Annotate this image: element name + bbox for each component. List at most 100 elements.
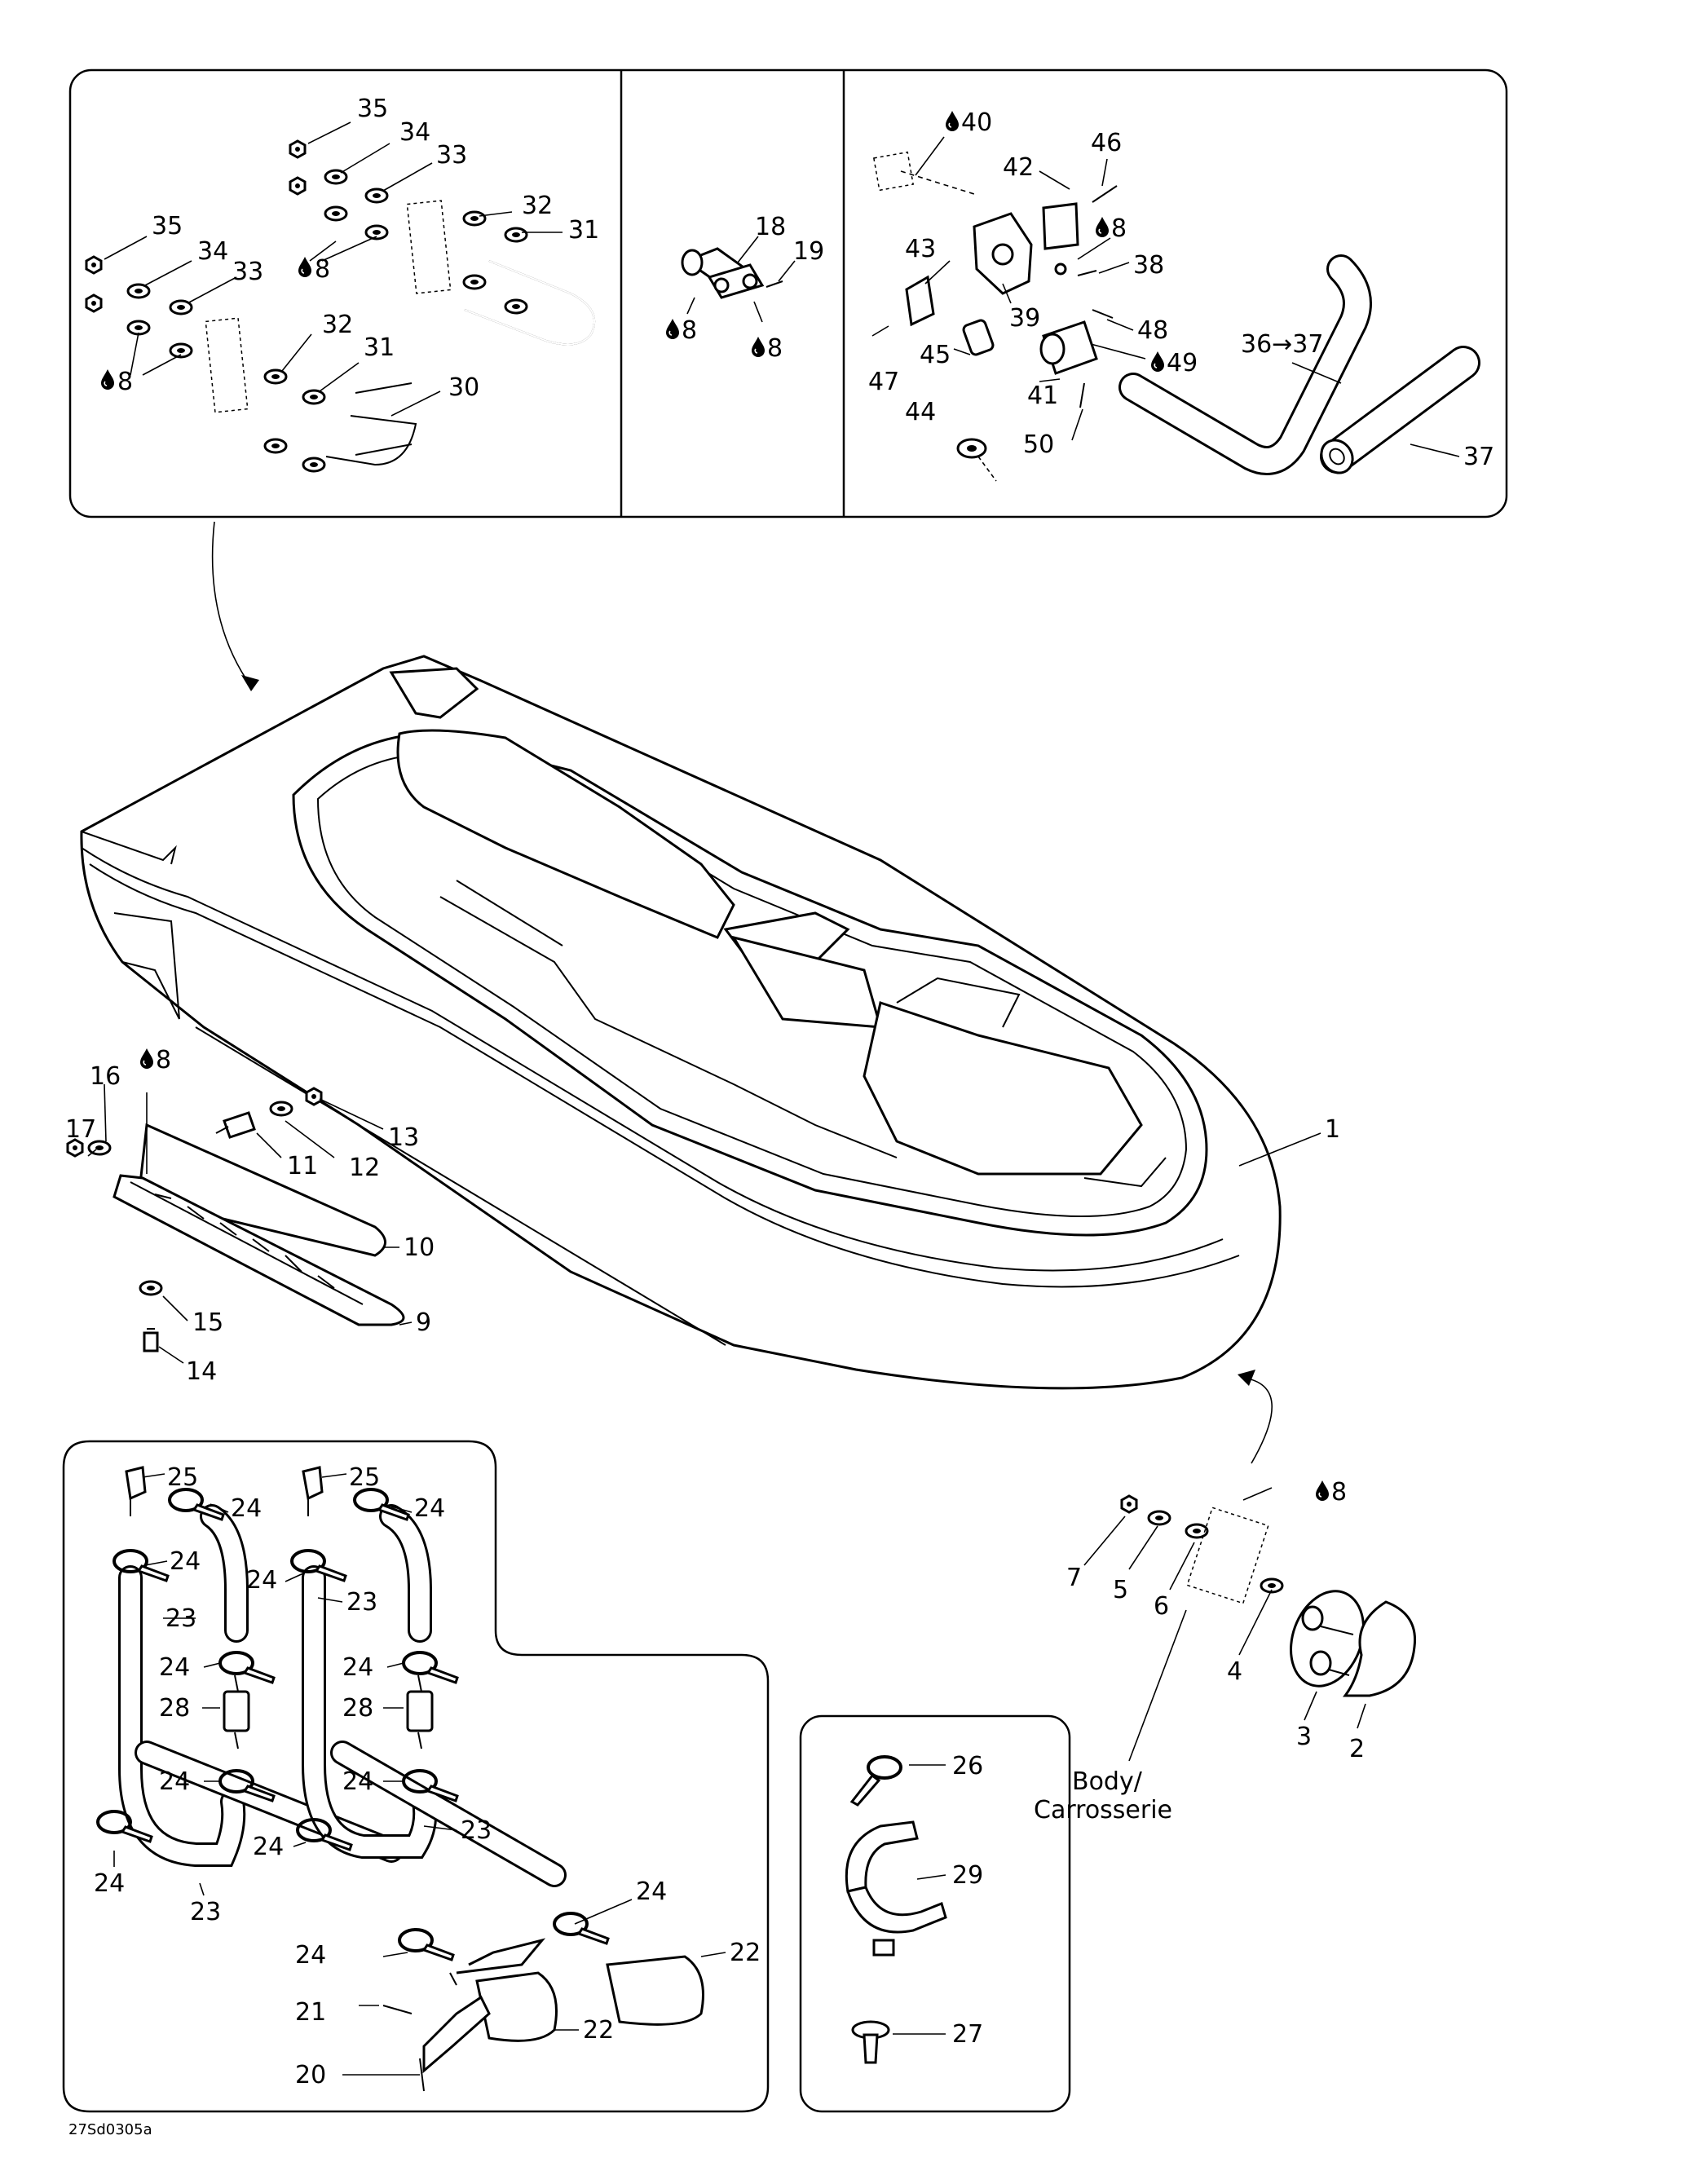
screw bbox=[143, 1328, 159, 1352]
callout-8b: 8 bbox=[117, 368, 133, 396]
callout-4: 4 bbox=[1227, 1657, 1242, 1686]
hull bbox=[80, 655, 1282, 1390]
callout-38: 38 bbox=[1133, 251, 1164, 280]
callout-37: 37 bbox=[1463, 443, 1494, 471]
callout-39: 39 bbox=[1009, 304, 1040, 333]
top-panel-frame bbox=[68, 68, 1508, 518]
callout-8d: 8 bbox=[767, 334, 783, 363]
body-label-line1: Body/ bbox=[1072, 1767, 1143, 1796]
callout-42: 42 bbox=[1003, 153, 1034, 182]
oil-drop-icon bbox=[298, 256, 312, 277]
callout-30: 30 bbox=[448, 373, 479, 402]
callout-8e: 8 bbox=[1111, 214, 1127, 243]
right-hose bbox=[290, 1466, 610, 1945]
callout-50: 50 bbox=[1023, 430, 1054, 459]
callout-23c: 23 bbox=[461, 1816, 492, 1845]
callout-32b: 32 bbox=[322, 311, 353, 339]
callout-45: 45 bbox=[920, 341, 951, 369]
lower-ubolt-assembly bbox=[85, 255, 417, 473]
callout-6: 6 bbox=[1154, 1592, 1169, 1621]
cover-flap bbox=[1343, 1600, 1417, 1697]
callout-48: 48 bbox=[1137, 316, 1168, 345]
callout-8a: 8 bbox=[315, 255, 330, 284]
callout-40: 40 bbox=[961, 108, 992, 137]
callout-24c: 24 bbox=[170, 1547, 201, 1576]
callout-46: 46 bbox=[1091, 129, 1122, 157]
callout-31b: 31 bbox=[364, 333, 395, 362]
oil-drop-icon bbox=[1095, 216, 1110, 237]
callout-2: 2 bbox=[1349, 1735, 1365, 1763]
callout-34a: 34 bbox=[399, 118, 430, 147]
callout-21: 21 bbox=[295, 1998, 326, 2027]
side-assembly: 16 8 17 13 11 12 10 15 9 14 bbox=[65, 1046, 435, 1386]
side-trim-cover bbox=[137, 1123, 386, 1257]
callout-24k: 24 bbox=[636, 1877, 667, 1906]
callout-22b: 22 bbox=[583, 2016, 614, 2045]
callout-32a: 32 bbox=[522, 192, 553, 220]
handle-clamp bbox=[1039, 309, 1114, 408]
callout-24h: 24 bbox=[342, 1767, 373, 1796]
callout-23d: 23 bbox=[190, 1898, 221, 1926]
callout-23a: 23 bbox=[165, 1604, 196, 1633]
callout-14: 14 bbox=[186, 1357, 217, 1386]
callout-24j: 24 bbox=[94, 1869, 125, 1898]
callout-24e: 24 bbox=[159, 1653, 190, 1682]
callout-24a: 24 bbox=[231, 1494, 262, 1523]
callout-24b: 24 bbox=[414, 1494, 445, 1523]
callout-24i: 24 bbox=[253, 1833, 284, 1861]
callout-1: 1 bbox=[1325, 1115, 1340, 1144]
tie-strap bbox=[849, 1755, 902, 1807]
callout-26: 26 bbox=[952, 1752, 983, 1780]
callout-23b: 23 bbox=[346, 1588, 377, 1617]
callout-33a: 33 bbox=[436, 141, 467, 170]
handlebar bbox=[1118, 254, 1372, 475]
callout-41: 41 bbox=[1027, 382, 1058, 410]
callout-10: 10 bbox=[404, 1233, 435, 1262]
callout-24f: 24 bbox=[342, 1653, 373, 1682]
callout-27: 27 bbox=[952, 2020, 983, 2049]
panel-top-middle: 18 19 8 8 bbox=[665, 213, 824, 363]
callout-28a: 28 bbox=[159, 1694, 190, 1723]
oil-drop-icon bbox=[665, 318, 680, 339]
callout-22a: 22 bbox=[730, 1939, 761, 1967]
oil-drop-icon bbox=[751, 336, 765, 357]
callout-11: 11 bbox=[287, 1152, 318, 1180]
callout-34b: 34 bbox=[197, 237, 228, 266]
callout-35a: 35 bbox=[357, 95, 388, 123]
callout-8g: 8 bbox=[1331, 1478, 1347, 1507]
callout-5: 5 bbox=[1113, 1576, 1128, 1604]
callout-25a: 25 bbox=[167, 1463, 198, 1492]
oil-drop-icon bbox=[1150, 351, 1165, 372]
callout-7: 7 bbox=[1066, 1564, 1082, 1592]
oil-drop-icon bbox=[100, 368, 115, 390]
callout-44: 44 bbox=[905, 398, 936, 426]
upper-ubolt-assembly bbox=[289, 139, 595, 346]
callout-36-37: 36→37 bbox=[1241, 330, 1323, 359]
oil-drop-icon bbox=[139, 1048, 154, 1069]
drain-plug bbox=[1290, 1590, 1365, 1688]
oil-drop-icon bbox=[1315, 1480, 1330, 1501]
right-assembly: 8 7 5 6 4 3 2 Body/ Carrosserie bbox=[1034, 1478, 1417, 1824]
callout-24g: 24 bbox=[159, 1767, 190, 1796]
callout-25b: 25 bbox=[349, 1463, 380, 1492]
callout-29: 29 bbox=[952, 1861, 983, 1890]
strainer-valves bbox=[382, 1938, 704, 2092]
callout-9: 9 bbox=[416, 1308, 431, 1337]
callout-47: 47 bbox=[868, 368, 899, 396]
callout-24m: 24 bbox=[295, 1941, 326, 1970]
callout-13: 13 bbox=[388, 1123, 419, 1152]
callout-17: 17 bbox=[65, 1115, 96, 1144]
callout-8c: 8 bbox=[682, 316, 697, 345]
pivot-part bbox=[681, 247, 783, 299]
grip-tube bbox=[1320, 346, 1480, 474]
callout-35b: 35 bbox=[152, 212, 183, 240]
callout-20: 20 bbox=[295, 2061, 326, 2089]
panel-top-left: 35 34 33 32 31 35 34 33 32 31 30 8 8 bbox=[85, 95, 599, 473]
callout-19: 19 bbox=[793, 237, 824, 266]
callout-24d: 24 bbox=[246, 1566, 277, 1595]
side-trim-base bbox=[113, 1174, 405, 1326]
callout-15: 15 bbox=[192, 1308, 223, 1337]
hose-clip bbox=[845, 1820, 947, 1957]
callout-31a: 31 bbox=[568, 216, 599, 245]
